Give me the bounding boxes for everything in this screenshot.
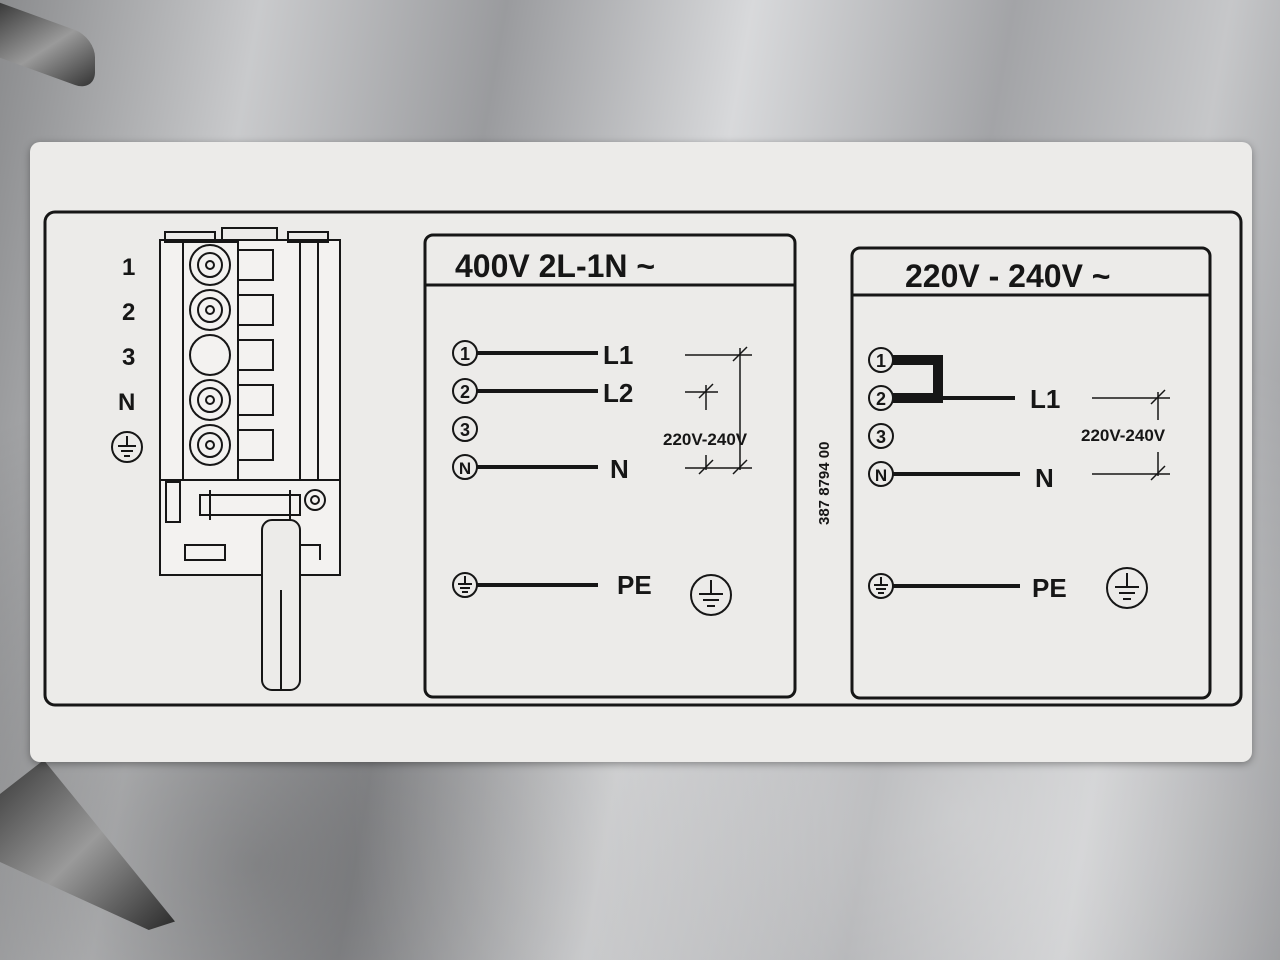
- terminal-label-1: 1: [122, 254, 135, 281]
- terminal-n-icon: N: [452, 454, 478, 480]
- svg-text:2: 2: [876, 389, 886, 409]
- terminal-label-3: 3: [122, 344, 135, 371]
- svg-text:2: 2: [460, 382, 470, 402]
- panel-220v: 220V - 240V ~ 1 2 3 N L1 N 220V-240V PE: [850, 246, 1212, 700]
- terminal-1-icon: 1: [452, 340, 478, 366]
- pe-label: PE: [617, 570, 652, 600]
- panel-400v: 400V 2L-1N ~ 1 2 3 N L1 L2 N 220V-240V: [423, 233, 797, 699]
- svg-text:N: N: [459, 459, 471, 478]
- screw-1: [189, 244, 231, 286]
- part-number: 387 8794 00: [816, 442, 833, 525]
- terminal-2-icon: 2: [868, 385, 894, 411]
- screw-3-empty: [189, 334, 231, 376]
- voltage-arrows: [685, 346, 752, 475]
- panel-220v-title: 220V - 240V ~: [905, 258, 1110, 294]
- pe-label: PE: [1032, 573, 1067, 603]
- line-label-l2: L2: [603, 378, 633, 408]
- screw-n: [189, 379, 231, 421]
- pe-terminal-icon: [868, 573, 894, 599]
- svg-text:1: 1: [876, 351, 886, 371]
- terminal-3-icon: 3: [452, 416, 478, 442]
- terminal-labels: 1 2 3 N: [111, 254, 143, 463]
- panel-220v-voltage: 220V-240V: [1081, 426, 1166, 445]
- earth-icon: [690, 574, 732, 616]
- svg-text:1: 1: [460, 344, 470, 364]
- voltage-arrows: [1092, 389, 1170, 481]
- outer-frame: [43, 210, 1243, 707]
- earth-icon: [1106, 567, 1148, 609]
- panel-400v-title: 400V 2L-1N ~: [455, 248, 655, 284]
- terminal-2-icon: 2: [452, 378, 478, 404]
- earth-icon: [111, 431, 143, 463]
- terminal-3-icon: 3: [868, 423, 894, 449]
- panel-400v-voltage: 220V-240V: [663, 430, 748, 449]
- pe-terminal-icon: [452, 572, 478, 598]
- line-label-l1: L1: [1030, 384, 1060, 414]
- line-label-n: N: [610, 454, 629, 484]
- terminal-1-icon: 1: [868, 347, 894, 373]
- line-label-n: N: [1035, 463, 1054, 493]
- svg-text:N: N: [875, 466, 887, 485]
- terminal-label-2: 2: [122, 299, 135, 326]
- screw-pe: [189, 424, 231, 466]
- terminal-n-icon: N: [868, 461, 894, 487]
- svg-text:3: 3: [876, 427, 886, 447]
- terminal-block: [159, 227, 341, 691]
- terminal-label-n: N: [118, 389, 135, 416]
- bridge-jumper: [893, 355, 943, 403]
- screw-2: [189, 289, 231, 331]
- svg-text:3: 3: [460, 420, 470, 440]
- line-label-l1: L1: [603, 340, 633, 370]
